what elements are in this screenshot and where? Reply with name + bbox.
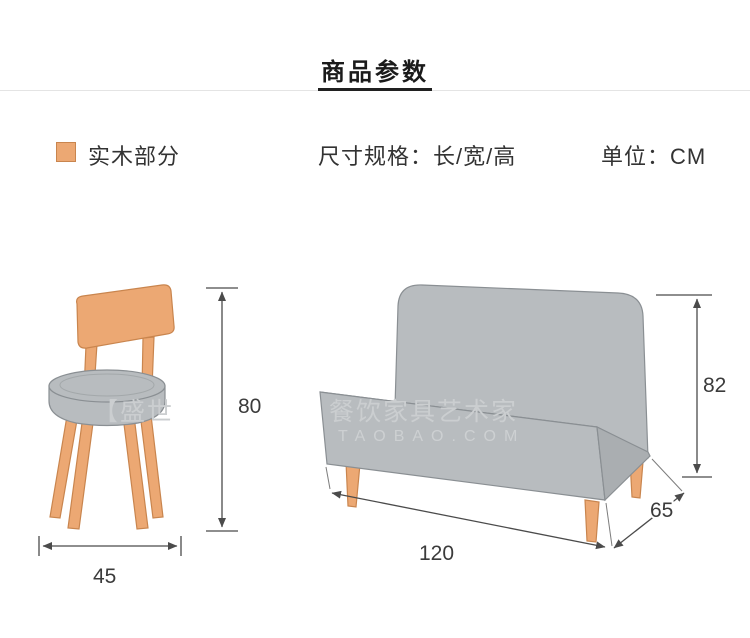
sofa-depth-extension <box>651 458 683 492</box>
chair-backrest <box>76 284 175 349</box>
sofa-dimensions: 82 120 65 <box>325 294 728 567</box>
watermark-text-right: 餐饮家具艺术家 <box>329 398 519 426</box>
chair-illustration <box>48 284 175 530</box>
sofa-front-right-leg <box>584 499 600 543</box>
chair-dimensions: 80 45 <box>38 287 263 590</box>
sofa-length-dimension-line <box>331 490 606 550</box>
chair-width-label: 45 <box>93 565 116 588</box>
unit-label: 单位：CM <box>601 144 707 169</box>
legend-label: 实木部分 <box>88 144 181 169</box>
chair-seat-piping <box>59 373 155 397</box>
sofa-length-extension-right <box>605 502 613 547</box>
sofa-depth-label: 65 <box>650 499 673 522</box>
sofa-depth-dimension-line <box>613 492 685 549</box>
watermark-text-bottom: TAOBAO.COM <box>338 428 526 445</box>
sofa-front-left-leg <box>345 461 361 508</box>
sofa-height-label: 82 <box>703 374 726 397</box>
chair-height-label: 80 <box>238 395 261 418</box>
sofa-length-label: 120 <box>419 542 454 565</box>
sofa-length-extension-left <box>325 466 331 490</box>
page-title: 商品参数 <box>321 59 429 86</box>
sofa-seat-side <box>596 425 651 502</box>
wood-color-swatch <box>56 142 76 162</box>
sofa-illustration <box>319 284 651 543</box>
title-underline <box>318 88 432 91</box>
size-spec-label: 尺寸规格：长/宽/高 <box>318 144 517 169</box>
watermark-text-left: 【盛世 <box>93 398 175 426</box>
